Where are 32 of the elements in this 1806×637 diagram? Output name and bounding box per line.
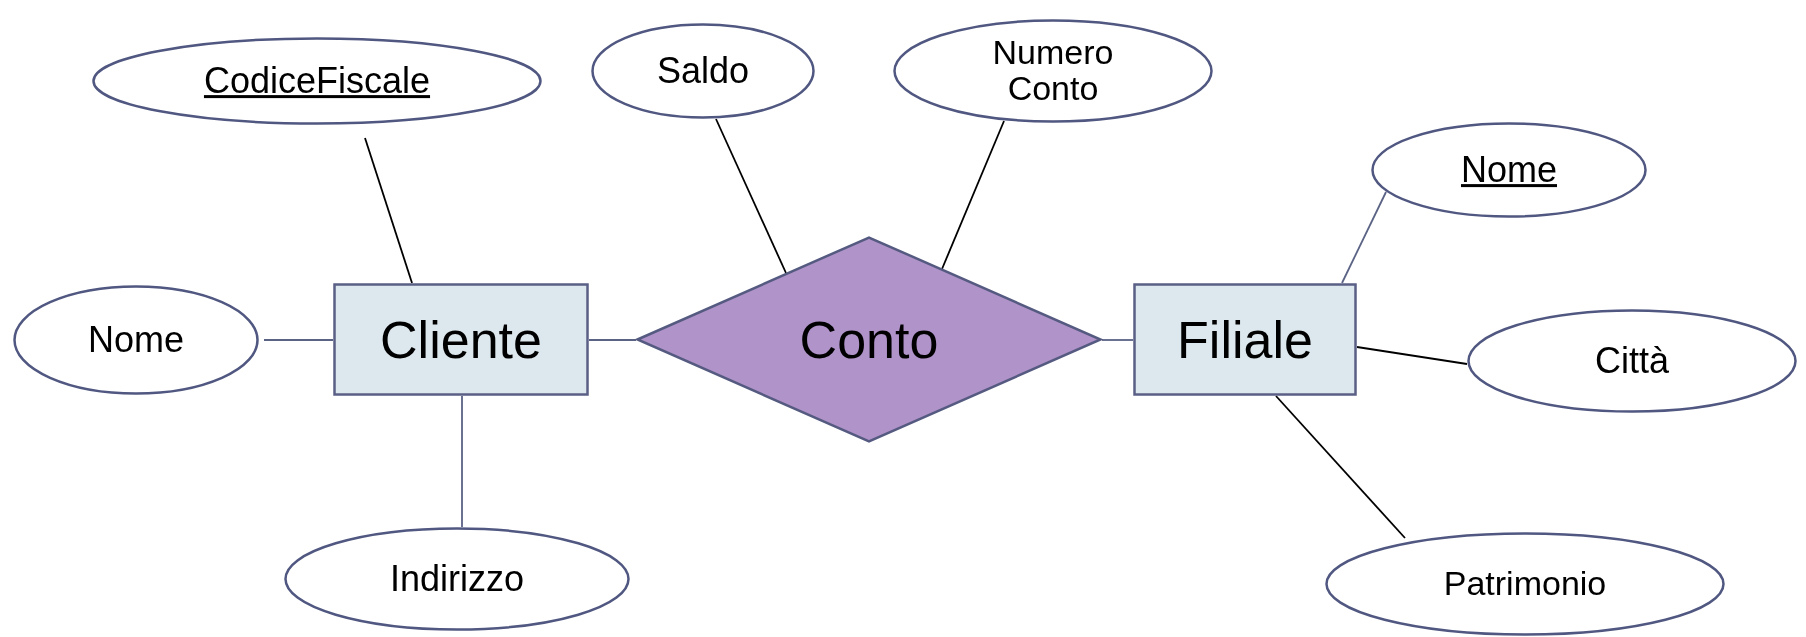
attribute-name: Saldo — [655, 52, 751, 90]
attribute-name: CodiceFiscale — [202, 62, 432, 100]
relationship-diamond — [636, 236, 1102, 443]
entity-box — [333, 283, 589, 396]
attribute-ellipse — [893, 19, 1213, 123]
attribute-name: Nome — [1460, 151, 1558, 189]
connector-line — [1341, 191, 1387, 284]
attribute-name: Numero Conto — [991, 35, 1115, 107]
connector-line — [461, 395, 463, 528]
connector-line — [1101, 339, 1134, 341]
attribute-name: Indirizzo — [388, 560, 526, 598]
attribute-ellipse — [1325, 532, 1725, 636]
entity-name: Filiale — [1176, 312, 1314, 367]
entity-box — [1133, 283, 1357, 396]
attribute-ellipse — [591, 23, 815, 119]
connector-line — [364, 137, 413, 284]
connector-line — [263, 339, 334, 341]
attribute-name: Città — [1594, 342, 1670, 380]
relationship-name: Conto — [798, 312, 940, 367]
connector-line — [1356, 346, 1468, 365]
entity-name: Cliente — [379, 312, 543, 367]
connector-line — [715, 118, 787, 274]
connector-line — [941, 120, 1005, 270]
attribute-name: Nome — [87, 321, 185, 359]
attribute-name: Patrimonio — [1442, 566, 1608, 602]
attribute-ellipse — [284, 527, 630, 631]
attribute-ellipse — [92, 37, 542, 125]
attribute-ellipse — [1467, 309, 1797, 413]
attribute-ellipse — [13, 285, 259, 395]
connector-line — [588, 339, 637, 341]
attribute-ellipse — [1371, 122, 1647, 218]
connector-line — [1275, 395, 1406, 539]
